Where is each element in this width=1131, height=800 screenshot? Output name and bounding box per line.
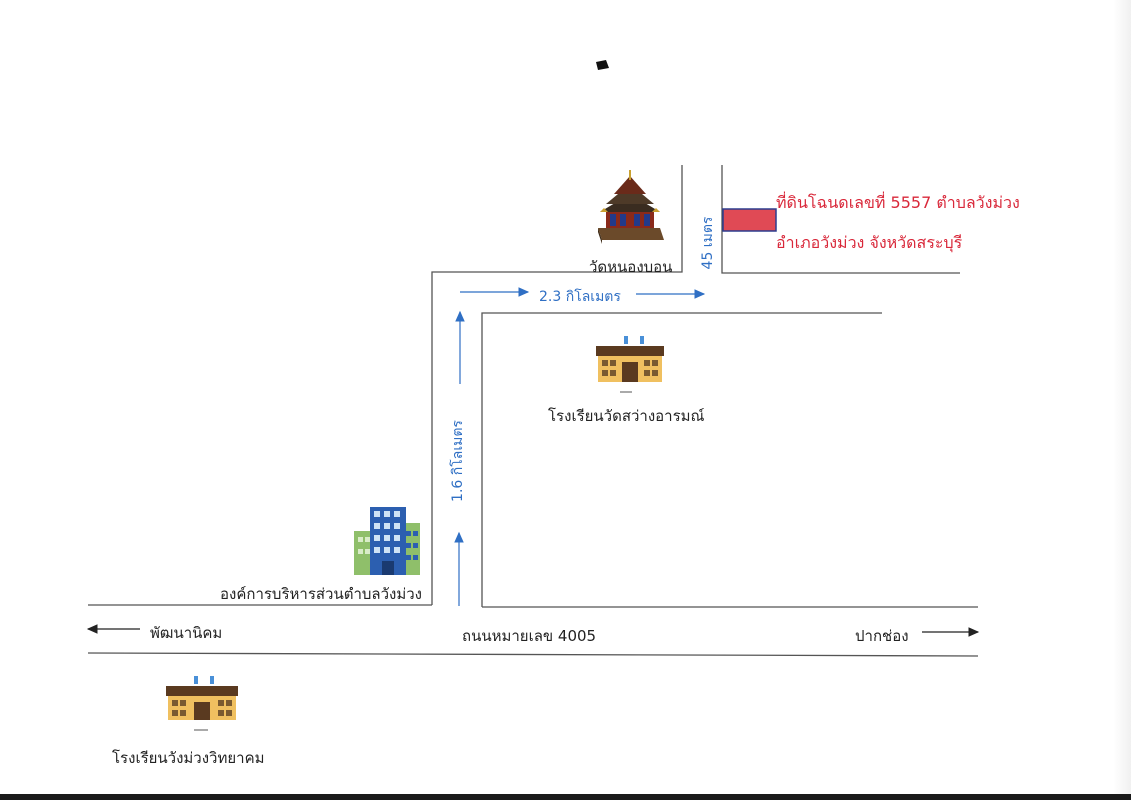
plot-label-line2: อำเภอวังม่วง จังหวัดสระบุรี	[776, 233, 963, 252]
main-road-bottom-edge	[87, 652, 979, 657]
school2-label: โรงเรียนวังม่วงวิทยาคม	[112, 749, 265, 767]
distance-horizontal-label: 2.3 กิโลเมตร	[539, 289, 621, 305]
land-plot	[722, 208, 777, 232]
side-road-left-edge	[431, 165, 683, 605]
side-road-right-edge	[481, 312, 882, 607]
school1-label: โรงเรียนวัดสว่างอารมณ์	[548, 407, 705, 425]
scan-shadow-right	[1113, 0, 1131, 800]
plot-road-edge	[721, 165, 960, 274]
distance-vertical-label: 1.6 กิโลเมตร	[450, 420, 466, 502]
plot-width-label: 45 เมตร	[700, 216, 716, 270]
scan-edge-bottom	[0, 794, 1131, 800]
school-building-icon	[596, 336, 664, 393]
school-building-icon	[166, 676, 238, 731]
left-direction-label: พัฒนานิคม	[150, 624, 223, 642]
right-direction-label: ปากช่อง	[855, 627, 909, 645]
temple-label: วัดหนองบอน	[589, 258, 673, 276]
temple-icon	[598, 170, 664, 244]
roads	[87, 165, 979, 657]
plot-label-line1: ที่ดินโฉนดเลขที่ 5557 ตำบลวังม่วง	[776, 193, 1020, 212]
sao-label: องค์การบริหารส่วนตำบลวังม่วง	[220, 585, 422, 603]
office-building-icon	[354, 507, 420, 575]
distance-arrows	[454, 287, 706, 606]
scan-speck	[596, 60, 609, 70]
main-road-label: ถนนหมายเลข 4005	[462, 627, 597, 645]
